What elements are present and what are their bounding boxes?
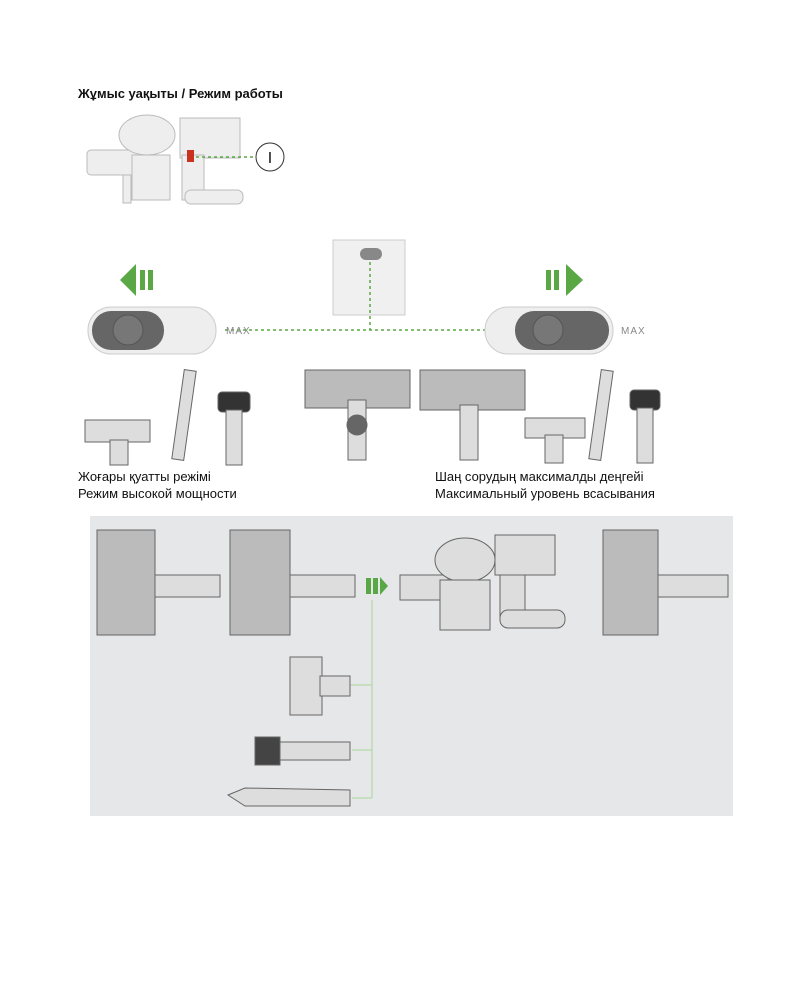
high-power-caption: Жоғары қуатты режімі Режим высокой мощно… (78, 468, 237, 502)
attachment-diagram (96, 529, 729, 807)
max-label-right: MAX (621, 326, 646, 337)
trigger (187, 150, 194, 162)
tools-row (84, 369, 661, 466)
caption-ru: Режим высокой мощности (78, 486, 237, 501)
power-symbol: I (268, 150, 272, 167)
caption-kk: Жоғары қуатты режімі (78, 469, 211, 484)
vacuum-trigger-illustration (86, 114, 285, 205)
section-title: Жұмыс уақыты / Режим работы (78, 86, 283, 101)
arrow-left-icon (120, 264, 136, 296)
caption-ru: Максимальный уровень всасывания (435, 486, 655, 501)
caption-kk: Шаң сорудың максималды деңгейі (435, 469, 644, 484)
max-suction-caption: Шаң сорудың максималды деңгейі Максималь… (435, 468, 655, 502)
arrow-right-icon (566, 264, 583, 296)
max-label-left: MAX (226, 326, 251, 337)
mode-switch-diagram (87, 239, 614, 355)
